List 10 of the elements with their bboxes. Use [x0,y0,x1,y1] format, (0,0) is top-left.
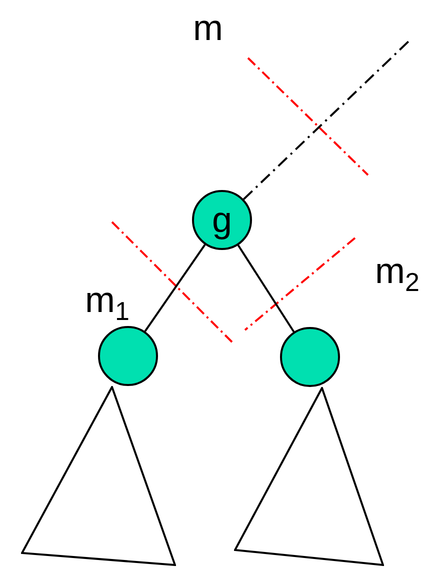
variable-label: m$_{2}$ [375,253,420,295]
subtree-triangle [234,387,384,566]
variable-label: m [193,10,223,46]
node-label: g [212,202,232,238]
tree-node-circle [192,190,252,250]
dash-dot-line [242,39,411,200]
variable-label: m$_{1}$ [85,282,130,324]
tree-edge [237,244,295,332]
subtree-triangle [21,386,176,566]
tree-edge [144,244,206,332]
